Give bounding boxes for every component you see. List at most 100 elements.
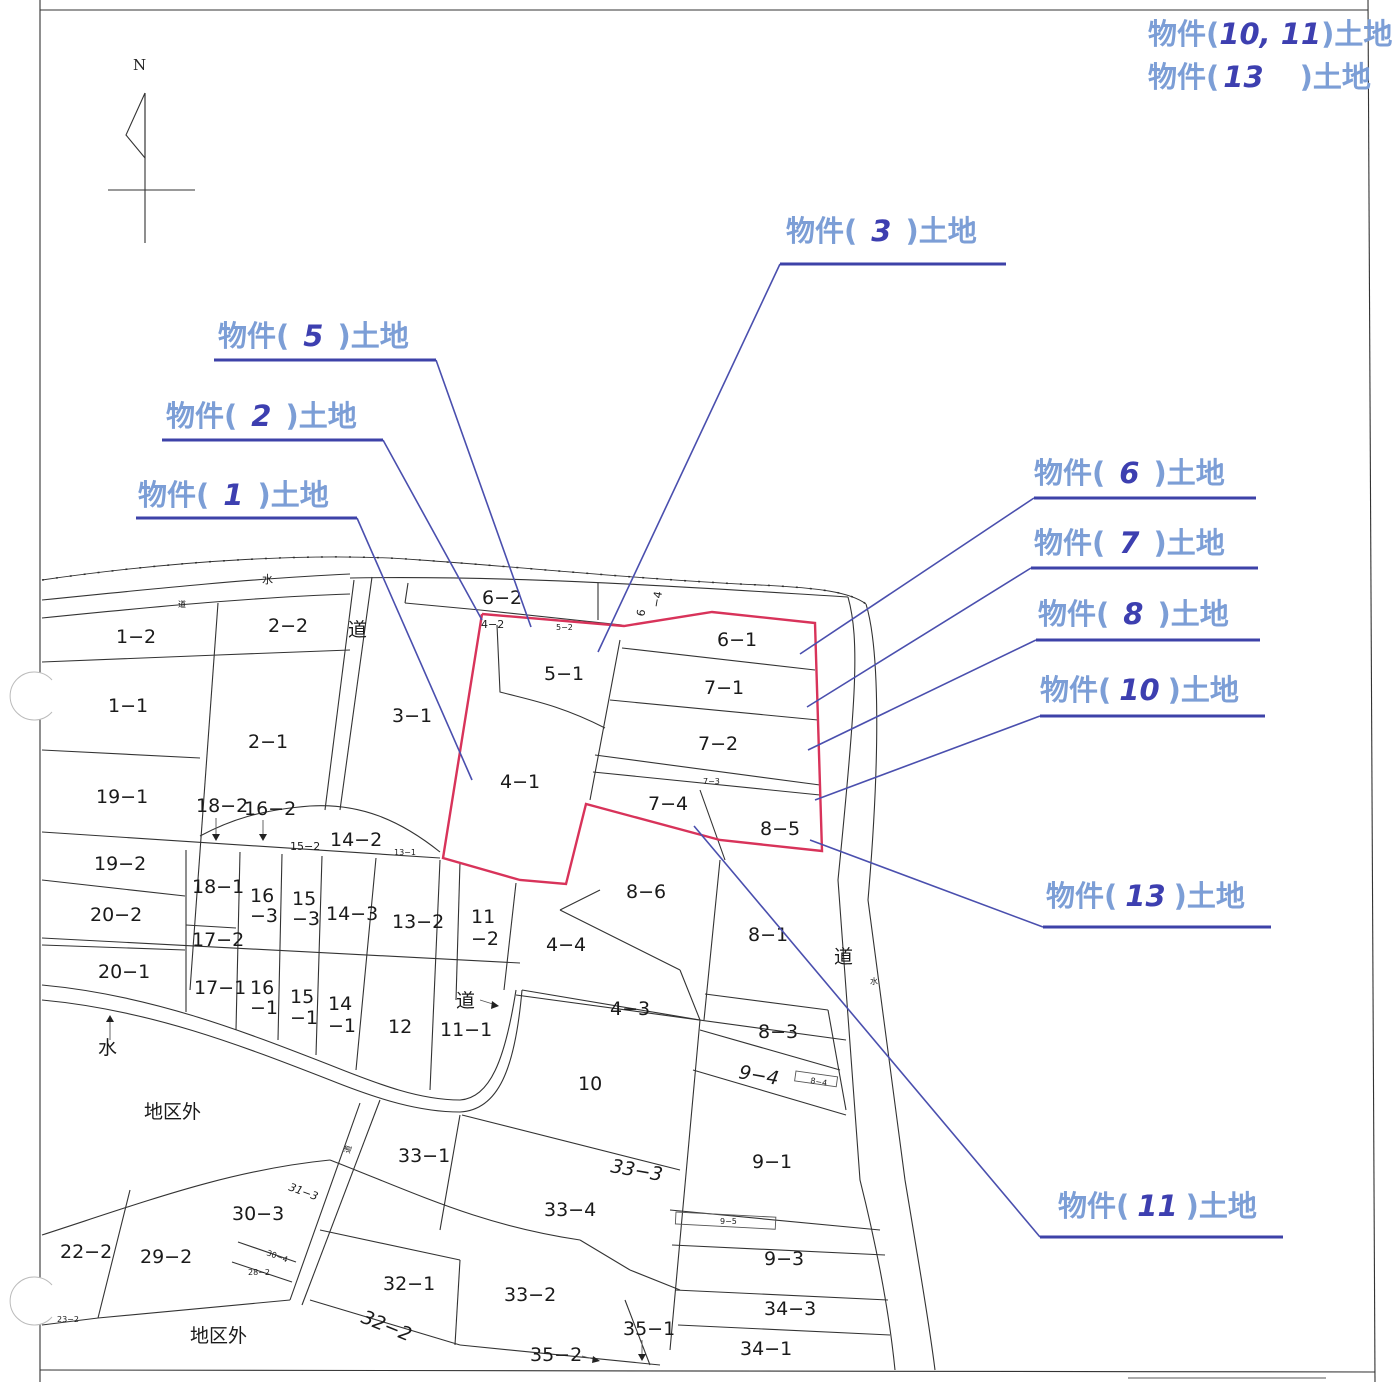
parcel-label: 34−3 — [764, 1298, 816, 1320]
parcel-label: 14−2 — [330, 829, 382, 851]
svg-text:物件(3)土地: 物件(3)土地 — [786, 214, 977, 248]
outside-district-label: 地区外 — [190, 1325, 247, 1347]
parcel-label: 19−1 — [96, 786, 148, 808]
parcel-label: 6−2 — [482, 587, 522, 609]
parcel-label: 7−4 — [648, 793, 688, 815]
parcel-label: 35−2 — [530, 1344, 582, 1366]
property-label-7: 物件(7)土地 — [1031, 526, 1258, 570]
parcel-label: 32−1 — [383, 1273, 435, 1295]
pointer-arrows — [106, 818, 646, 1363]
road-label: 道 — [178, 599, 186, 609]
road-label: 道 — [348, 619, 367, 641]
svg-text:物件(13)土地: 物件(13)土地 — [1046, 879, 1245, 913]
parcel-label: 19−2 — [94, 853, 146, 875]
parcel-label: −1 — [328, 1015, 356, 1037]
svg-text:物件(11)土地: 物件(11)土地 — [1058, 1189, 1257, 1223]
parcel-label: 8−5 — [760, 818, 800, 840]
parcel-label: −1 — [290, 1007, 318, 1029]
parcel-label: 15 — [290, 986, 314, 1008]
parcel-label: −3 — [292, 908, 320, 930]
parcel-labels: 1−2 1−1 2−2 2−1 3−1 6−2 4−2 5−2 6 −4 5−1… — [57, 587, 828, 1366]
svg-text:物件(10)土地: 物件(10)土地 — [1040, 673, 1239, 707]
parcel-label: 13−1 — [394, 848, 416, 857]
parcel-label: 7−1 — [704, 677, 744, 699]
parcel-label: 5−1 — [544, 663, 584, 685]
property-label-3: 物件(3)土地 — [780, 214, 1006, 266]
parcel-label: 31−3 — [287, 1181, 320, 1204]
svg-text:物件(5)土地: 物件(5)土地 — [218, 319, 409, 353]
parcel-label: 17−2 — [192, 929, 244, 951]
parcel-label: 30−3 — [232, 1203, 284, 1225]
district-boundary — [41, 556, 867, 605]
water-label: 水 — [262, 573, 273, 586]
outside-district-label: 地区外 — [144, 1101, 201, 1123]
property-label-11: 物件(11)土地 — [1040, 1189, 1283, 1239]
property-label-5: 物件(5)土地 — [214, 319, 436, 362]
property-label-8: 物件(8)土地 — [1036, 597, 1260, 642]
parcel-label: 14−3 — [326, 903, 378, 925]
parcel-label: −2 — [471, 928, 499, 950]
parcel-label: 2−2 — [268, 615, 308, 637]
svg-text:物件(7)土地: 物件(7)土地 — [1034, 526, 1225, 560]
parcel-label: 33−3 — [609, 1155, 664, 1186]
parcel-label: 4−4 — [546, 934, 586, 956]
parcel-label: 10 — [578, 1073, 602, 1095]
map-annotations: 道 水 道 道 道 水 水 道 地区外 地区外 — [98, 573, 878, 1347]
parcel-label: 8−6 — [626, 881, 666, 903]
road-label: 道 — [834, 946, 853, 968]
parcel-label: 14 — [328, 993, 352, 1015]
parcel-lines — [41, 573, 936, 1371]
parcel-label: 20−1 — [98, 961, 150, 983]
parcel-label: 8−3 — [758, 1021, 798, 1043]
road-label: 道 — [342, 1144, 354, 1154]
property-label-10: 物件(10)土地 — [1040, 673, 1265, 718]
parcel-label: 16 — [250, 977, 274, 999]
svg-text:物件(2)土地: 物件(2)土地 — [166, 399, 357, 433]
parcel-label: 29−2 — [140, 1246, 192, 1268]
parcel-label: 20−2 — [90, 904, 142, 926]
property-callouts: 物件(3)土地 物件(5)土地 物件(2)土地 物件(1)土地 物件(6)土地 … — [136, 214, 1283, 1239]
parcel-label: 28−2 — [248, 1268, 270, 1277]
parcel-label: 30−4 — [265, 1248, 289, 1264]
highlighted-parcel-boundary — [441, 610, 824, 886]
water-label: 水 — [870, 976, 878, 986]
parcel-label: 7−3 — [703, 777, 720, 786]
parcel-label: 4−3 — [610, 998, 650, 1020]
parcel-label: 32−2 — [358, 1306, 415, 1346]
parcel-label: 3−1 — [392, 705, 432, 727]
parcel-label: 17−1 — [194, 977, 246, 999]
parcel-label: 9−3 — [764, 1248, 804, 1270]
header-line-1: 物件(10, 11)土地 — [1148, 17, 1392, 51]
parcel-label: 8−4 — [810, 1076, 828, 1088]
parcel-label: 33−2 — [504, 1284, 556, 1306]
parcel-label: 11 — [471, 906, 495, 928]
parcel-label: 33−1 — [398, 1145, 450, 1167]
water-label: 水 — [98, 1037, 117, 1059]
header-labels: 物件(10, 11)土地 物件(13)土地 — [1148, 17, 1392, 94]
road-label: 道 — [456, 990, 475, 1012]
header-line-2: 物件(13)土地 — [1148, 60, 1371, 94]
parcel-label: 5−2 — [556, 623, 573, 632]
north-arrow-icon — [125, 92, 146, 160]
parcel-label: 1−1 — [108, 695, 148, 717]
property-label-2: 物件(2)土地 — [162, 399, 383, 442]
parcel-label: 18−2 — [196, 795, 248, 817]
parcel-label: 15−2 — [290, 840, 320, 853]
parcel-label: 7−2 — [698, 733, 738, 755]
parcel-label: 15 — [292, 888, 316, 910]
north-arrow: N — [108, 56, 195, 243]
parcel-label: 2−1 — [248, 731, 288, 753]
north-label: N — [133, 56, 146, 74]
parcel-label: 6 — [634, 608, 648, 617]
parcel-label: 9−5 — [720, 1217, 737, 1226]
parcel-label: 4−1 — [500, 771, 540, 793]
parcel-label: −1 — [250, 997, 278, 1019]
parcel-label: 23−2 — [57, 1315, 79, 1324]
parcel-label: −3 — [250, 905, 278, 927]
parcel-label: 8−1 — [748, 924, 788, 946]
svg-text:物件(1)土地: 物件(1)土地 — [138, 478, 329, 512]
parcel-label: 18−1 — [192, 876, 244, 898]
svg-text:物件(6)土地: 物件(6)土地 — [1034, 456, 1225, 490]
svg-text:物件(8)土地: 物件(8)土地 — [1038, 597, 1229, 631]
parcel-label: 1−2 — [116, 626, 156, 648]
